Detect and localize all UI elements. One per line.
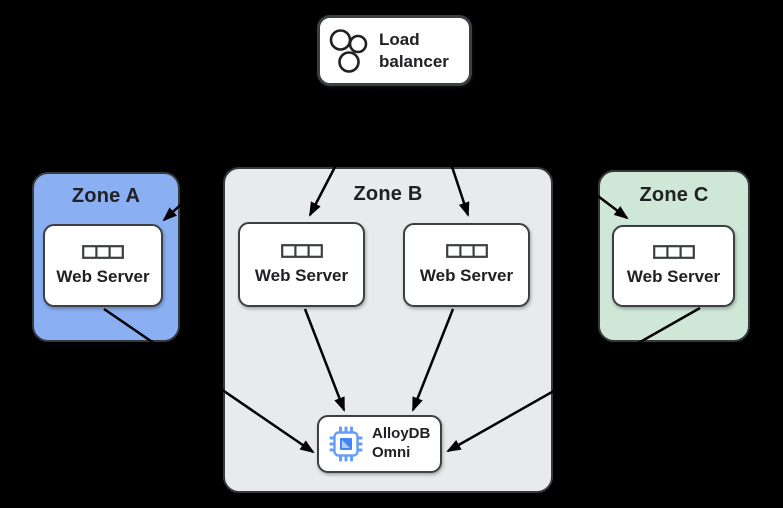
zone-b-web-server-2-node: Web Server	[403, 223, 530, 307]
server-rack-icon	[652, 245, 695, 259]
zone-b-label: Zone B	[353, 183, 423, 205]
zone-b-web-server-1-node: Web Server	[238, 222, 365, 307]
alloydb-omni-label: AlloyDB Omni	[372, 425, 431, 461]
zone-c-web-server-node: Web Server	[612, 225, 735, 307]
load-balancer-label: Load balancer	[379, 30, 449, 71]
zone-c-label: Zone C	[639, 184, 709, 206]
server-rack-icon	[82, 244, 124, 259]
load-balancer-node: Load balancer	[317, 15, 472, 86]
alloydb-chip-icon	[329, 426, 363, 462]
alloydb-omni-node: AlloyDB Omni	[317, 415, 442, 473]
web-server-label: Web Server	[419, 266, 514, 285]
server-rack-icon	[445, 244, 488, 258]
web-server-label: Web Server	[56, 266, 150, 286]
web-server-label: Web Server	[626, 267, 721, 286]
zone-a-label: Zone A	[71, 185, 141, 207]
load-balancer-icon	[329, 28, 368, 73]
server-rack-icon	[280, 243, 323, 258]
zone-a-web-server-node: Web Server	[43, 224, 163, 307]
web-server-label: Web Server	[254, 265, 349, 285]
